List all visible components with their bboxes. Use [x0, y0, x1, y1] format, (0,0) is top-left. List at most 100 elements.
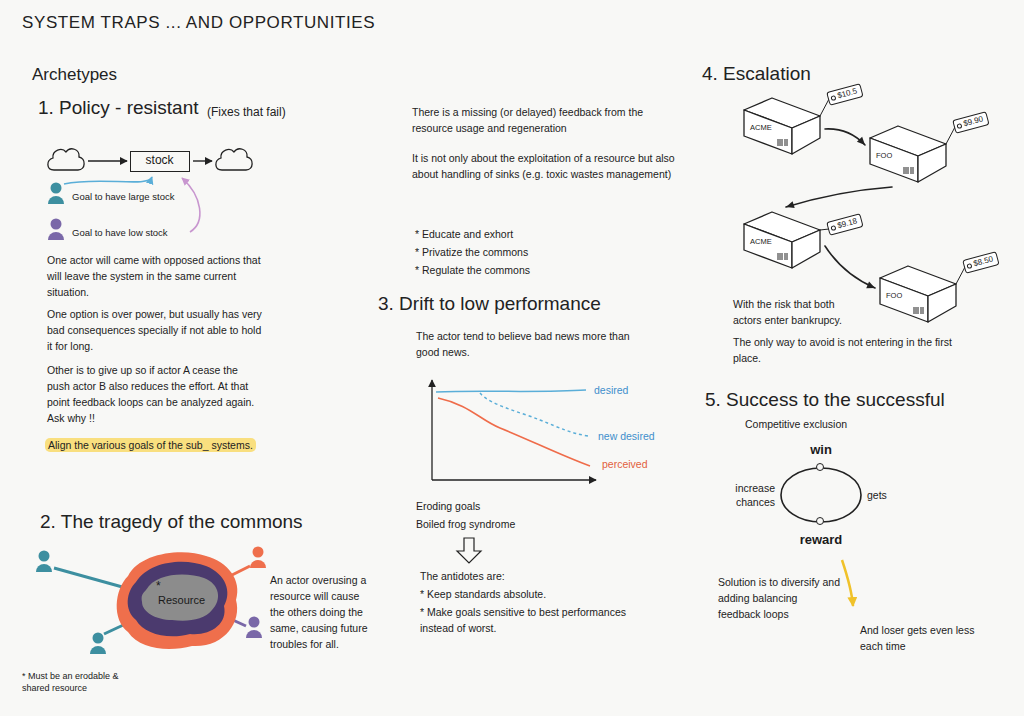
connector — [781, 468, 821, 522]
body-text: It is not only about the exploitation of… — [412, 150, 677, 182]
barcode-bar — [918, 307, 919, 314]
blob-middle — [128, 562, 228, 637]
perceived-line — [438, 398, 590, 466]
product-box: ACME$10.5 — [742, 96, 822, 156]
brand-name: FOO — [886, 291, 902, 301]
barcode-bar — [787, 139, 788, 146]
brand-name: FOO — [876, 151, 892, 161]
barcode-bar — [923, 307, 924, 314]
body-text: Eroding goals — [416, 498, 480, 514]
barcode-bar — [787, 253, 788, 260]
actor-body — [48, 196, 64, 204]
node-label: stock — [146, 153, 174, 169]
footnote-mark: * — [156, 579, 161, 595]
actor-head — [51, 219, 62, 230]
body-text: The actor tend to believe bad news more … — [416, 328, 631, 360]
barcode-bar — [913, 167, 914, 174]
barcode-bar — [911, 167, 912, 174]
junction-dot — [816, 517, 824, 525]
box-side — [928, 284, 956, 322]
barcode-bar — [916, 307, 917, 314]
barcode-bar — [785, 139, 786, 146]
source-cloud — [48, 149, 84, 170]
push-arrow — [64, 177, 152, 184]
junction-dot — [816, 463, 824, 471]
inflow-arrow — [88, 160, 127, 161]
actor-goal: Goal to have large stock — [72, 190, 174, 204]
actor-head — [249, 617, 260, 628]
barcode-bar — [778, 253, 779, 260]
barcode-bar — [778, 139, 779, 146]
stock-box: stock — [130, 151, 190, 172]
bullet-item: * Privatize the commons — [415, 244, 528, 260]
price-tag: $8.50 — [962, 251, 999, 274]
bullet-item: * Educate and exhort — [415, 226, 513, 242]
sink-cloud — [216, 149, 252, 170]
barcode-bar — [782, 139, 783, 146]
barcode-bar — [785, 253, 786, 260]
barcode-bar — [914, 307, 915, 314]
box-front — [880, 278, 928, 322]
arrow-head — [857, 137, 865, 145]
body-text: The antidotes are: — [420, 568, 505, 584]
box-side — [918, 144, 946, 182]
arrow-head — [786, 201, 795, 208]
bullet-item: * Regulate the commons — [415, 262, 530, 278]
body-text: There is a missing (or delayed) feedback… — [412, 104, 674, 136]
barcode-bar — [921, 307, 922, 314]
actor-body — [48, 232, 64, 240]
actor-body — [246, 630, 262, 638]
series-label: new desired — [598, 428, 655, 444]
body-text: And loser gets even less each time — [860, 622, 990, 654]
body-text: Boiled frog syndrome — [416, 516, 515, 532]
product-box: FOO$9.90 — [868, 124, 948, 184]
box-front — [744, 110, 792, 154]
chart-axis — [431, 380, 432, 480]
body-text: One actor will came with opposed actions… — [47, 252, 262, 300]
product-box: FOO$8.50 — [878, 264, 958, 324]
body-text: Other is to give up so if actor A cease … — [47, 362, 262, 426]
box-front — [744, 224, 792, 268]
push-arrow — [182, 178, 200, 232]
actor-head — [93, 633, 104, 644]
outflow-arrow — [193, 160, 212, 161]
actor-goal: Goal to have low stock — [72, 226, 168, 240]
barcode-bar — [782, 253, 783, 260]
body-text: Competitive exclusion — [745, 416, 847, 432]
actor-head — [253, 547, 264, 558]
tag-string — [956, 267, 965, 284]
brand-name: ACME — [750, 237, 772, 247]
new-desired-line — [480, 393, 588, 436]
body-text: One option is over power, but usually ha… — [47, 306, 262, 354]
actor-body — [250, 560, 266, 568]
body-text: With the risk that both actors enter ban… — [733, 296, 858, 328]
archetype-heading: 2. The tragedy of the commons — [40, 510, 303, 534]
archetype-heading: 3. Drift to low performance — [378, 292, 601, 316]
archetype-heading: 1. Policy - resistant — [38, 96, 199, 120]
edge-label: gets — [867, 488, 887, 502]
actor-head — [39, 551, 50, 562]
connector — [825, 129, 865, 145]
box-side — [792, 230, 820, 268]
resource-blob: *Resource — [112, 548, 242, 652]
barcode-bar — [780, 253, 781, 260]
connector — [821, 468, 861, 522]
body-text: The only way to avoid is not entering in… — [733, 334, 978, 366]
loser-arrow — [842, 560, 853, 606]
connector — [825, 246, 875, 288]
product-box: ACME$9.18 — [742, 210, 822, 270]
footnote: * Must be an erodable & shared resource — [22, 670, 147, 694]
section-title: Archetypes — [32, 64, 117, 86]
price-tag: $9.18 — [826, 213, 863, 236]
blob-core — [142, 574, 218, 620]
barcode-bar — [780, 139, 781, 146]
actor-body — [90, 646, 106, 654]
bullet-item: * Keep standards absolute. — [420, 586, 546, 602]
cycle-label: win — [810, 442, 832, 459]
actor-body — [36, 564, 52, 572]
barcode-bar — [906, 167, 907, 174]
bullet-item: * Make goals sensitive to best performan… — [420, 604, 655, 636]
cycle-label: reward — [800, 532, 843, 549]
blob-outer — [117, 552, 238, 649]
